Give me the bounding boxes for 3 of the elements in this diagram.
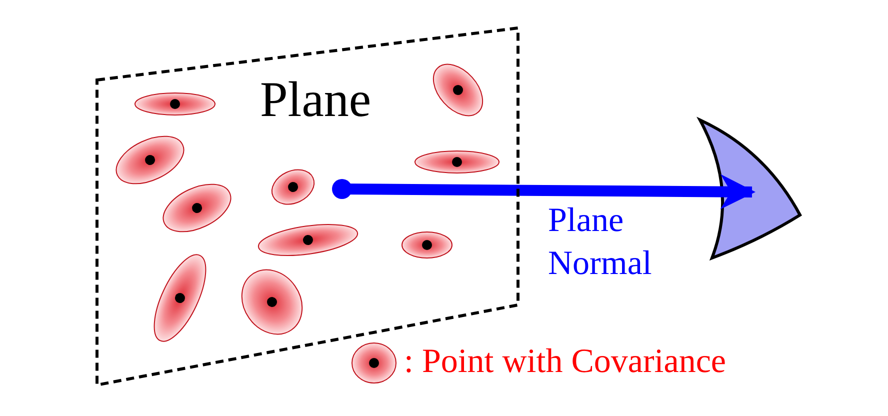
plane-title: Plane [260,72,372,127]
legend-text: : Point with Covariance [404,342,726,382]
normal-label: Plane Normal [548,201,653,284]
